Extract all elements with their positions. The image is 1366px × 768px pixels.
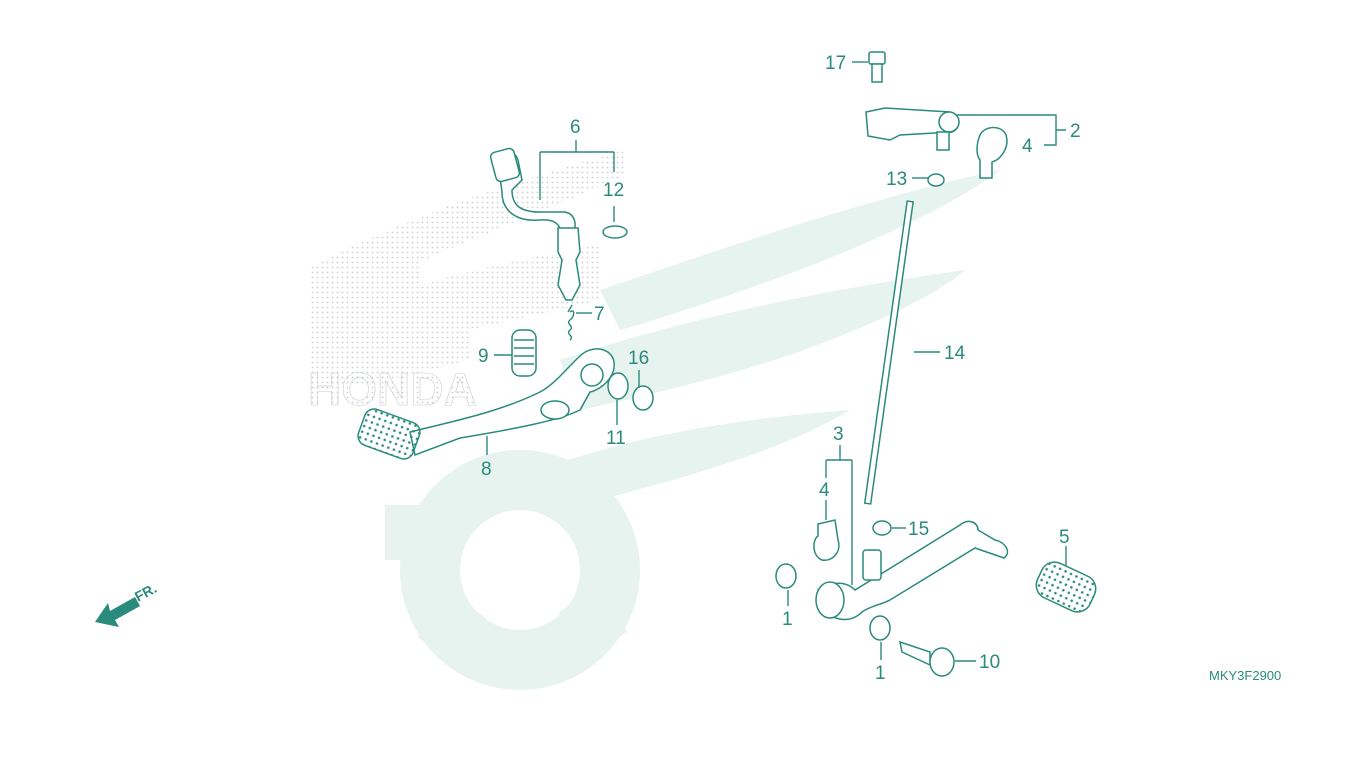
watermark-wing-middle	[560, 270, 965, 410]
drawing-code: MKY3F2900	[1209, 668, 1281, 683]
callout-4-lower: 4	[819, 480, 830, 501]
part-13-washer	[607, 372, 629, 400]
part-11-tie-rod	[863, 200, 914, 505]
callout-labels: 6 12 7 9 16 11 8 17 2 4 13 14 3 4 15 5 1…	[478, 53, 1081, 684]
linkage-assembly	[775, 51, 1097, 677]
watermark-wing-dots	[310, 150, 625, 390]
part-8-pedal-rubber	[357, 408, 421, 460]
callout-13: 11	[606, 428, 626, 449]
callout-6: 6	[570, 117, 581, 138]
callout-3: 3	[833, 424, 844, 445]
callout-9: 9	[478, 346, 489, 367]
callout-12: 13	[886, 169, 907, 190]
part-1-washer-upper	[775, 563, 797, 589]
part-9-spring	[511, 329, 537, 377]
part-3-shift-lever	[817, 520, 1009, 621]
callout-10: 10	[979, 652, 1000, 673]
callout-14: 12	[603, 180, 624, 201]
watermark-wing-upper	[600, 170, 1000, 330]
part-12-nut	[927, 173, 945, 187]
callout-17: 17	[825, 53, 846, 74]
callout-2: 2	[1070, 121, 1081, 142]
arrow-left-icon	[95, 597, 140, 627]
callout-7: 7	[594, 304, 605, 325]
part-6-shaft	[557, 227, 581, 301]
front-direction-indicator: FR.	[95, 580, 159, 627]
part-17-bolt	[868, 51, 886, 83]
part-8-shift-pedal	[409, 348, 615, 457]
callout-15: 15	[908, 519, 929, 540]
watermark-gear	[385, 450, 640, 690]
callout-16: 16	[628, 348, 649, 369]
watermark-brand-text: HONDA	[308, 363, 477, 415]
part-10-pivot-bolt	[899, 640, 955, 677]
part-4-joint-upper	[976, 126, 1008, 179]
callout-8: 8	[481, 459, 492, 480]
watermark-wing-lower	[540, 410, 850, 512]
part-14-clip	[602, 225, 628, 239]
callout-4-upper: 4	[1022, 136, 1033, 157]
part-1-washer-lower	[869, 615, 891, 641]
part-4-joint-lower	[813, 519, 840, 561]
watermark: HONDA	[308, 150, 1000, 690]
part-15-nut	[872, 520, 892, 536]
callout-5: 5	[1059, 527, 1070, 548]
part-7-spring	[567, 304, 575, 341]
leader-lines	[486, 61, 1067, 662]
callout-1-upper: 1	[782, 609, 793, 630]
callout-11: 14	[944, 343, 966, 364]
part-5-pedal-rubber	[1035, 561, 1097, 613]
callout-1-lower: 1	[875, 663, 886, 684]
shift-pedal-assembly	[357, 147, 654, 460]
part-16-circlip	[632, 385, 654, 411]
